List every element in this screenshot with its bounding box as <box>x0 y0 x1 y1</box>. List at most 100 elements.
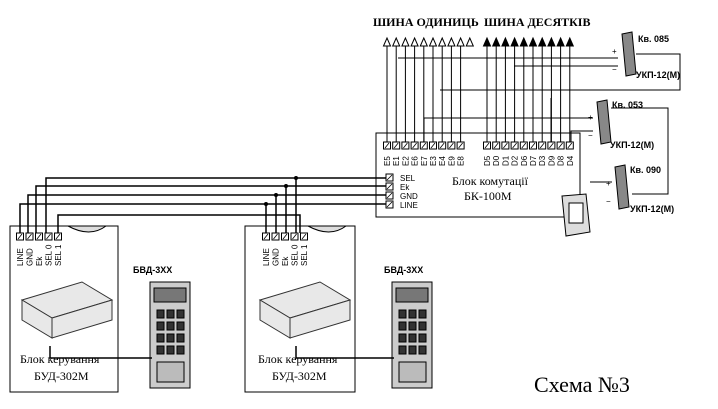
keypad-key <box>398 333 407 343</box>
speaker-grille <box>156 361 185 383</box>
bus-arrow-filled <box>528 36 538 47</box>
bus-arrow-filled <box>482 36 492 47</box>
bus-arrow-filled <box>565 36 575 47</box>
handset-wires <box>398 53 681 195</box>
bus-arrow-open <box>447 36 456 47</box>
keypad-key <box>398 321 407 331</box>
pin-label: D6 <box>520 155 529 166</box>
commutation-model: БК-100М <box>464 189 512 203</box>
scheme-label: Схема №3 <box>534 372 630 397</box>
pin-label: E6 <box>411 156 420 166</box>
keypad-key <box>418 345 427 355</box>
pin-label: D4 <box>566 155 575 166</box>
call-panel-2: БВД-3ХХ <box>384 265 433 389</box>
control-unit-model: БУД-302М <box>272 369 327 383</box>
pin-label: D0 <box>492 155 501 166</box>
bus-arrow-filled <box>501 36 510 47</box>
keypad-key <box>408 321 417 331</box>
handset-model: УКП-12(М) <box>636 70 680 80</box>
terminal-label: Ek <box>35 256 44 266</box>
handset-icon <box>621 31 637 77</box>
keypad-key <box>418 321 427 331</box>
bus-arrow-filled <box>519 36 529 47</box>
panel-label: БВД-3ХХ <box>133 265 172 275</box>
terminal-label: SEL 1 <box>300 244 309 266</box>
panel-cable-1 <box>49 346 152 359</box>
panel-label: БВД-3ХХ <box>384 265 423 275</box>
pin-label: E3 <box>429 156 438 166</box>
bus-ones-label: ШИНА ОДИНИЦЬ <box>373 15 479 29</box>
pin-label: D7 <box>529 155 538 166</box>
pin-label: E1 <box>392 156 401 166</box>
keypad <box>156 309 185 383</box>
bus-arrow-open <box>428 36 438 47</box>
signal-lines <box>19 176 386 233</box>
svg-text:−: − <box>588 131 593 140</box>
handset-apt: Кв. 053 <box>612 100 643 110</box>
pin-label: D1 <box>501 155 510 166</box>
pin-label: SEL <box>400 174 416 183</box>
pin-label: D5 <box>483 155 492 166</box>
power-supply-icon <box>20 281 114 339</box>
bus-arrow-open <box>465 36 475 47</box>
power-supply-icon <box>258 281 352 339</box>
keypad-key <box>398 309 407 319</box>
keypad-key <box>166 345 175 355</box>
keypad-key <box>408 345 417 355</box>
handset-model: УКП-12(М) <box>610 140 654 150</box>
terminal-label: SEL 0 <box>45 244 54 266</box>
bus-arrow-open <box>391 36 401 47</box>
keypad-key <box>408 309 417 319</box>
control-unit-name: Блок керування <box>20 352 100 366</box>
bus-tens-label: ШИНА ДЕСЯТКІВ <box>484 15 590 29</box>
svg-text:+: + <box>606 179 611 188</box>
bus-arrow-filled <box>556 36 565 47</box>
terminal-label: SEL 0 <box>291 244 300 266</box>
handset-apt: Кв. 085 <box>638 34 669 44</box>
panel-cable-2 <box>295 346 394 359</box>
keypad-key <box>398 345 407 355</box>
handset-apt: Кв. 090 <box>630 165 661 175</box>
tens-bus-arrows <box>482 36 575 47</box>
terminal-label: LINE <box>262 248 271 266</box>
keypad-key <box>156 321 165 331</box>
handset-model: УКП-12(М) <box>630 204 674 214</box>
terminal-label: GND <box>26 248 35 266</box>
keypad-key <box>176 309 185 319</box>
keypad-key <box>418 333 427 343</box>
bus-arrow-filled <box>537 36 547 47</box>
pin-label: E5 <box>383 156 392 166</box>
handset-icon <box>614 164 630 210</box>
pin-label: D2 <box>511 155 520 166</box>
control-unit-model: БУД-302М <box>34 369 89 383</box>
call-panel-1: БВД-3ХХ <box>133 265 191 389</box>
keypad-key <box>418 309 427 319</box>
keypad <box>398 309 427 383</box>
handset-icon <box>561 193 591 237</box>
bus-arrow-open <box>401 36 410 47</box>
keypad-key <box>176 333 185 343</box>
pin-label: E8 <box>457 156 466 166</box>
bus-wires <box>386 46 571 142</box>
terminal-label: SEL 1 <box>54 244 63 266</box>
svg-text:−: − <box>606 197 611 206</box>
handset-icon <box>596 99 612 145</box>
control-unit-name: Блок керування <box>258 352 338 366</box>
keypad-key <box>408 333 417 343</box>
speaker-grille <box>398 361 427 383</box>
pin-label: E7 <box>420 156 429 166</box>
pin-label: GND <box>400 192 418 201</box>
bus-arrow-open <box>437 36 447 47</box>
keypad-key <box>166 321 175 331</box>
bus-arrow-filled <box>547 36 556 47</box>
handset-085: Кв. 085 УКП-12(М) + − <box>612 31 680 80</box>
terminal-label: Ek <box>281 256 290 266</box>
bus-arrow-filled <box>491 36 501 47</box>
pin-label: D3 <box>538 155 547 166</box>
